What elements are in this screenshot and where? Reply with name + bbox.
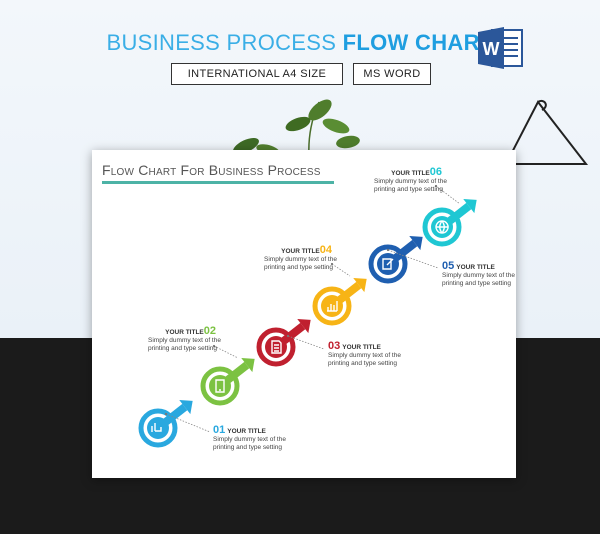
step-02 xyxy=(200,357,255,406)
step-leader-line xyxy=(330,262,351,277)
step-04-label: YOUR TITLE04 Simply dummy text of the pr… xyxy=(264,244,337,272)
document-title: Flow Chart For Business Process xyxy=(102,162,321,178)
step-04-title: YOUR TITLE xyxy=(281,248,320,255)
step-arrow-head xyxy=(353,277,367,293)
tablet-icon xyxy=(215,379,225,393)
step-06-number: 06 xyxy=(429,166,442,178)
word-logo-letter: W xyxy=(483,39,500,59)
step-ring xyxy=(200,366,240,406)
globe-icon xyxy=(435,220,449,234)
step-arrow-head xyxy=(179,399,193,415)
step-04-line1: Simply dummy text of the xyxy=(264,256,337,263)
step-leader-line xyxy=(164,412,211,433)
flow-chart xyxy=(138,184,477,448)
step-ring xyxy=(138,408,178,448)
step-02-label: YOUR TITLE02 Simply dummy text of the pr… xyxy=(148,325,221,353)
step-arrow-head xyxy=(241,357,255,373)
step-disc xyxy=(265,336,287,358)
step-disc xyxy=(321,295,343,317)
step-01-title: YOUR TITLE xyxy=(227,428,266,435)
step-arrow-head xyxy=(297,318,311,334)
hand-touch-icon xyxy=(151,423,162,432)
edit-icon xyxy=(382,258,394,270)
step-06-label: YOUR TITLE06 Simply dummy text of the pr… xyxy=(374,166,447,194)
step-04-number: 04 xyxy=(319,244,332,256)
step-leader-line xyxy=(434,184,461,205)
size-badge: INTERNATIONAL A4 SIZE xyxy=(171,63,343,85)
step-03-line1: Simply dummy text of the xyxy=(328,352,401,359)
step-01-line2: printing and type setting xyxy=(213,444,283,451)
plant-decoration xyxy=(233,99,360,156)
step-01-line1: Simply dummy text of the xyxy=(213,436,286,443)
step-06-line2: printing and type setting xyxy=(374,186,444,193)
step-05-line2: printing and type setting xyxy=(442,280,512,287)
document-title-underline xyxy=(102,181,334,184)
step-05-number: 05 xyxy=(442,260,455,272)
step-disc xyxy=(147,417,169,439)
step-05-line1: Simply dummy text of the xyxy=(442,272,515,279)
step-04-line2: printing and type setting xyxy=(264,264,334,271)
step-02-number: 02 xyxy=(203,325,216,337)
step-disc xyxy=(209,375,231,397)
step-03-number: 03 xyxy=(328,340,341,352)
step-02-line2: printing and type setting xyxy=(148,345,218,352)
step-arrow-head xyxy=(463,198,477,214)
format-badge: MS WORD xyxy=(353,63,431,85)
step-03-line2: printing and type setting xyxy=(328,360,398,367)
step-06-title: YOUR TITLE xyxy=(391,170,430,177)
step-04 xyxy=(312,277,367,326)
step-01 xyxy=(138,399,193,448)
step-ring xyxy=(256,327,296,367)
step-01-number: 01 xyxy=(213,424,226,436)
ms-word-icon: W xyxy=(478,27,523,69)
step-leader-line xyxy=(286,334,325,350)
step-05 xyxy=(368,235,423,284)
page-headline: BUSINESS PROCESS FLOW CHART xyxy=(0,30,600,56)
step-arrow-head xyxy=(409,235,423,251)
headline-bold: FLOW CHART xyxy=(342,30,494,55)
step-05-title: YOUR TITLE xyxy=(456,264,495,271)
step-ring xyxy=(312,286,352,326)
step-02-line1: Simply dummy text of the xyxy=(148,337,221,344)
chart-icon xyxy=(327,301,338,312)
step-leader-line xyxy=(212,344,239,359)
headline-light: BUSINESS PROCESS xyxy=(106,30,337,55)
document-icon xyxy=(271,340,282,354)
step-02-title: YOUR TITLE xyxy=(165,329,204,336)
step-06-line1: Simply dummy text of the xyxy=(374,178,447,185)
step-03-title: YOUR TITLE xyxy=(342,344,381,351)
step-ring xyxy=(368,244,408,284)
step-06 xyxy=(422,198,477,247)
step-ring xyxy=(422,207,462,247)
